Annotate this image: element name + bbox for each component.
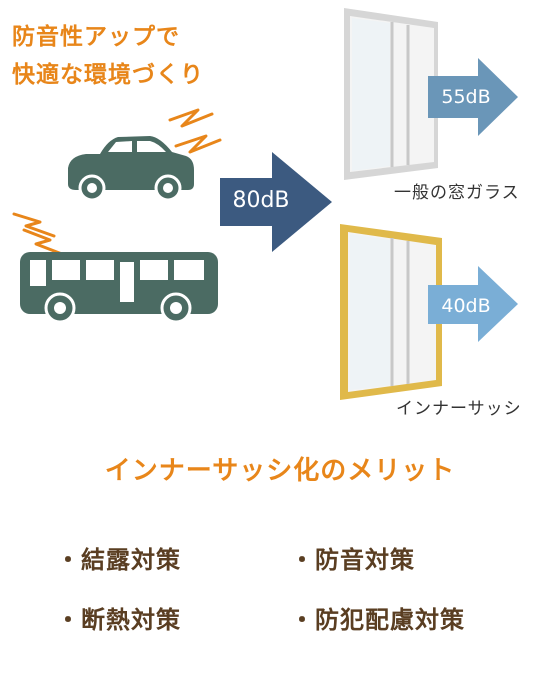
arrow-40db-label: 40dB [441,295,491,317]
window-caption-plain: 一般の窓ガラス [394,183,520,203]
arrow-55db [428,58,518,136]
merit-item: ・断熱対策 [56,606,181,634]
window-icon [344,8,438,180]
merit-item: ・結露対策 [56,546,181,574]
arrow-55db-label: 55dB [441,86,491,108]
merit-item: ・防音対策 [290,546,415,574]
window-caption-inner-sash: インナーサッシ [396,399,522,419]
noise-illustration [12,8,518,400]
car-icon [68,136,194,202]
headline-line-2: 快適な環境づくり [12,62,204,88]
bus-icon [20,252,218,324]
headline-line-1: 防音性アップで [12,24,180,50]
noise-lines-icon [12,212,64,256]
merits-title: インナーサッシ化のメリット [48,450,512,487]
merit-item: ・防犯配慮対策 [290,606,465,634]
headline: 防音性アップで 快適な環境づくり [12,18,272,94]
inner-sash-window-icon [340,224,442,400]
arrow-80db-label: 80dB [232,188,290,213]
arrow-80db [220,152,332,252]
noise-lines-icon [168,108,222,154]
arrow-40db [428,266,518,342]
